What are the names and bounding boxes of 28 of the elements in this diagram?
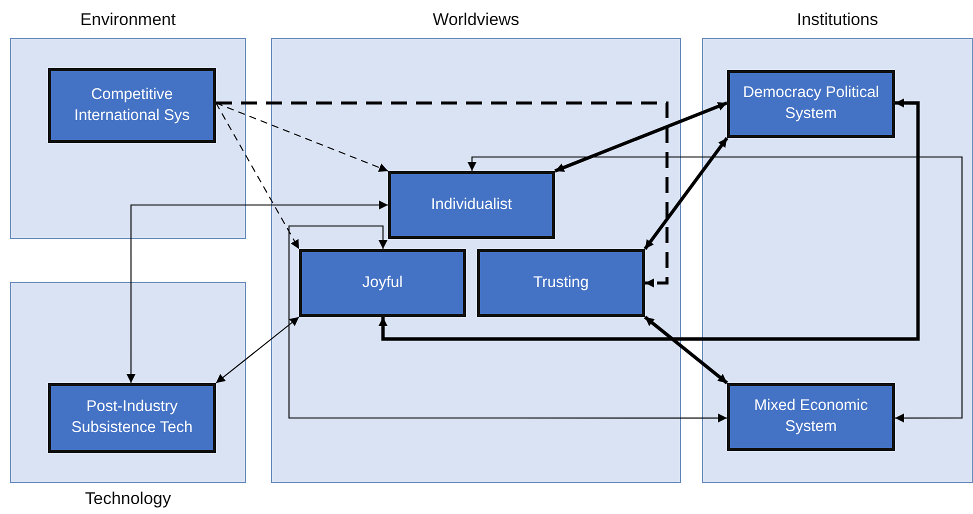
box-label: Post-Industry Subsistence Tech [70, 397, 194, 438]
arrow [468, 156, 963, 423]
arrow [216, 102, 668, 288]
process-box [388, 171, 555, 239]
arrow [644, 137, 728, 250]
box-label: Joyful [362, 272, 403, 293]
arrow [216, 316, 300, 384]
arrow [216, 102, 300, 250]
arrow [378, 98, 920, 341]
process-box [48, 383, 216, 453]
process-box [477, 249, 645, 317]
process-box [48, 68, 216, 143]
arrow [554, 101, 728, 173]
box-label: Individualist [431, 194, 512, 215]
process-box [299, 249, 466, 317]
process-box [727, 70, 895, 138]
box-label: Trusting [533, 272, 589, 293]
box-label: Competitive International Sys [73, 84, 191, 126]
box-label: Mixed Economic System [753, 396, 869, 437]
process-box [727, 383, 895, 451]
group-heading: Institutions [796, 10, 878, 30]
box-label: Democracy Political System [742, 83, 880, 124]
group-heading: Environment [80, 10, 176, 30]
arrow [126, 200, 388, 383]
arrow [288, 225, 727, 423]
arrow [644, 316, 728, 384]
group-heading: Technology [85, 489, 171, 509]
group-heading: Worldviews [432, 10, 520, 30]
